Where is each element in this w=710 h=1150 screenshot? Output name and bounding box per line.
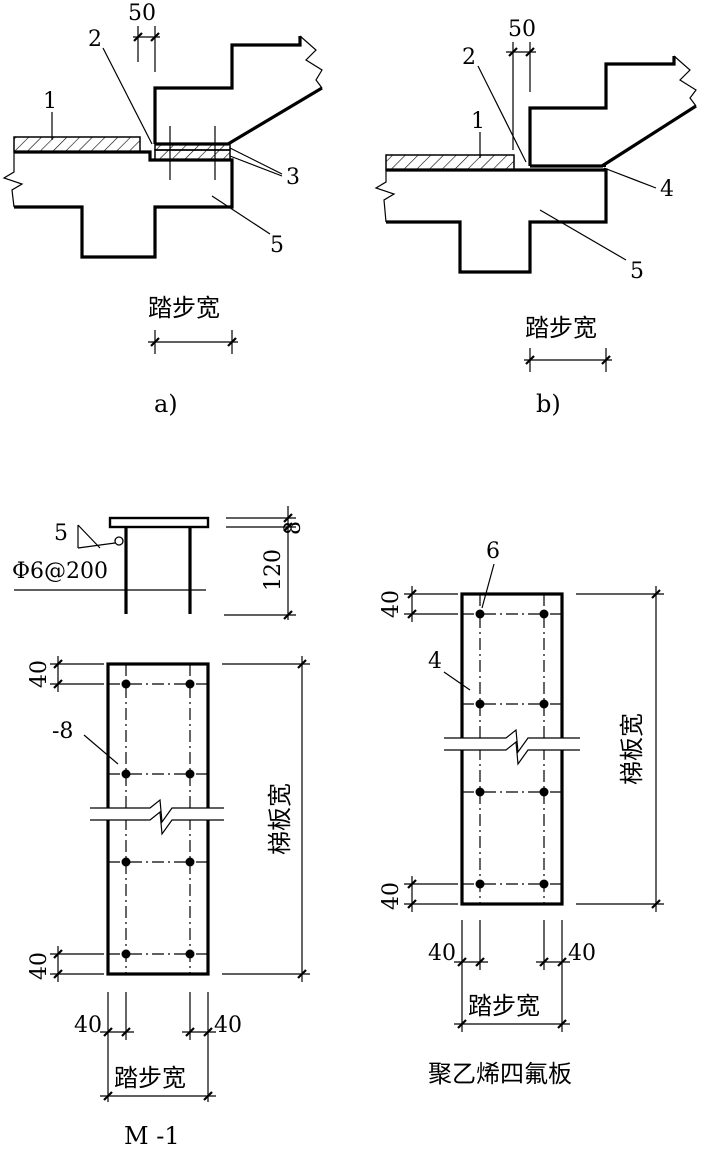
detail-a-leader-2 <box>102 47 153 145</box>
m1-height-label: 120 <box>261 549 286 591</box>
detail-a-upper-break-mark <box>299 35 323 89</box>
detail-b-upper-break-mark <box>673 55 697 107</box>
detail-a-leader-5 <box>211 195 271 235</box>
detail-b-leader-4 <box>603 167 657 189</box>
caption-b: b) <box>536 390 561 418</box>
detail-a-label-2: 2 <box>88 27 102 52</box>
m1-weld-size-label: 5 <box>54 521 68 546</box>
m1-plate-thickness-label: 8 <box>281 521 306 535</box>
detail-a-upper-flight-outline <box>153 36 302 144</box>
m1-plate-tag: -8 <box>52 719 73 744</box>
ptfe-title: 聚乙烯四氟板 <box>428 1060 572 1088</box>
detail-b: 50 2 1 4 5 踏步宽 b) <box>374 17 697 418</box>
ptfe-break-line-top <box>444 728 580 754</box>
detail-a-sliding-plate-lower <box>154 149 231 161</box>
ptfe-break-line-bottom <box>444 740 580 766</box>
m1-rebar-label: Φ6@200 <box>12 559 108 584</box>
detail-b-step-width-label: 踏步宽 <box>525 314 597 342</box>
m1-embedded-plate: 5 Φ6@200 8 120 -8 <box>12 506 310 1150</box>
detail-a-leader-3b <box>229 155 283 177</box>
m1-break-line-bottom <box>90 810 224 836</box>
m1-edge-bottom-40: 40 <box>27 952 52 980</box>
m1-break-line-top <box>90 798 224 824</box>
m1-plate-width-label: 梯板宽 <box>266 783 294 855</box>
detail-b-leader-5 <box>539 209 627 261</box>
ptfe-step-width-label: 踏步宽 <box>468 992 540 1020</box>
detail-b-label-2: 2 <box>462 45 476 70</box>
detail-b-dim-50-label: 50 <box>508 17 536 42</box>
detail-b-cushion-layer-1 <box>385 154 515 171</box>
detail-b-label-1: 1 <box>471 109 485 134</box>
m1-section-plate <box>108 516 210 529</box>
detail-b-label-5: 5 <box>630 259 644 284</box>
detail-a-cushion-layer-1 <box>13 136 141 153</box>
m1-anchor-dots <box>121 679 195 959</box>
detail-a-break-mark <box>2 152 24 208</box>
detail-a-label-1: 1 <box>43 89 57 114</box>
m1-edge-top-40: 40 <box>27 660 52 688</box>
m1-step-width-label: 踏步宽 <box>114 1064 186 1092</box>
detail-a-label-3: 3 <box>286 165 300 190</box>
ptfe-label-6: 6 <box>486 539 500 564</box>
detail-a-label-5: 5 <box>270 233 284 258</box>
ptfe-bottom-left-40: 40 <box>428 941 456 966</box>
detail-a-leader-3a <box>229 147 283 175</box>
detail-a: 50 2 1 3 5 踏步宽 a) <box>2 1 323 418</box>
detail-a-upper-flight-soffit <box>155 86 323 146</box>
ptfe-anchor-dots <box>475 609 549 889</box>
ptfe-plate: 6 4 40 40 梯板宽 40 40 踏步 <box>379 539 664 1088</box>
detail-b-upper-flight-outline <box>528 56 676 166</box>
m1-weld-symbol <box>114 536 124 546</box>
detail-b-label-4: 4 <box>660 177 674 202</box>
m1-title: M -1 <box>124 1122 180 1150</box>
detail-b-upper-flight-soffit <box>530 104 697 168</box>
detail-a-sliding-plate-upper <box>154 143 231 151</box>
detail-a-lower-flight-outline <box>14 150 234 259</box>
ptfe-label-4: 4 <box>428 649 442 674</box>
ptfe-edge-bottom-40: 40 <box>379 882 404 910</box>
detail-b-break-mark <box>374 170 396 223</box>
detail-b-leader-2 <box>477 65 527 163</box>
detail-a-step-width-label: 踏步宽 <box>148 294 220 322</box>
ptfe-bottom-right-40: 40 <box>568 941 596 966</box>
ptfe-edge-top-40: 40 <box>379 590 404 618</box>
detail-a-dim-50-label: 50 <box>128 1 156 26</box>
ptfe-plate-width-label: 梯板宽 <box>618 713 646 785</box>
detail-b-lower-flight-outline <box>386 168 608 274</box>
m1-bottom-right-40: 40 <box>214 1013 242 1038</box>
caption-a: a) <box>154 390 178 418</box>
m1-bottom-left-40: 40 <box>74 1013 102 1038</box>
